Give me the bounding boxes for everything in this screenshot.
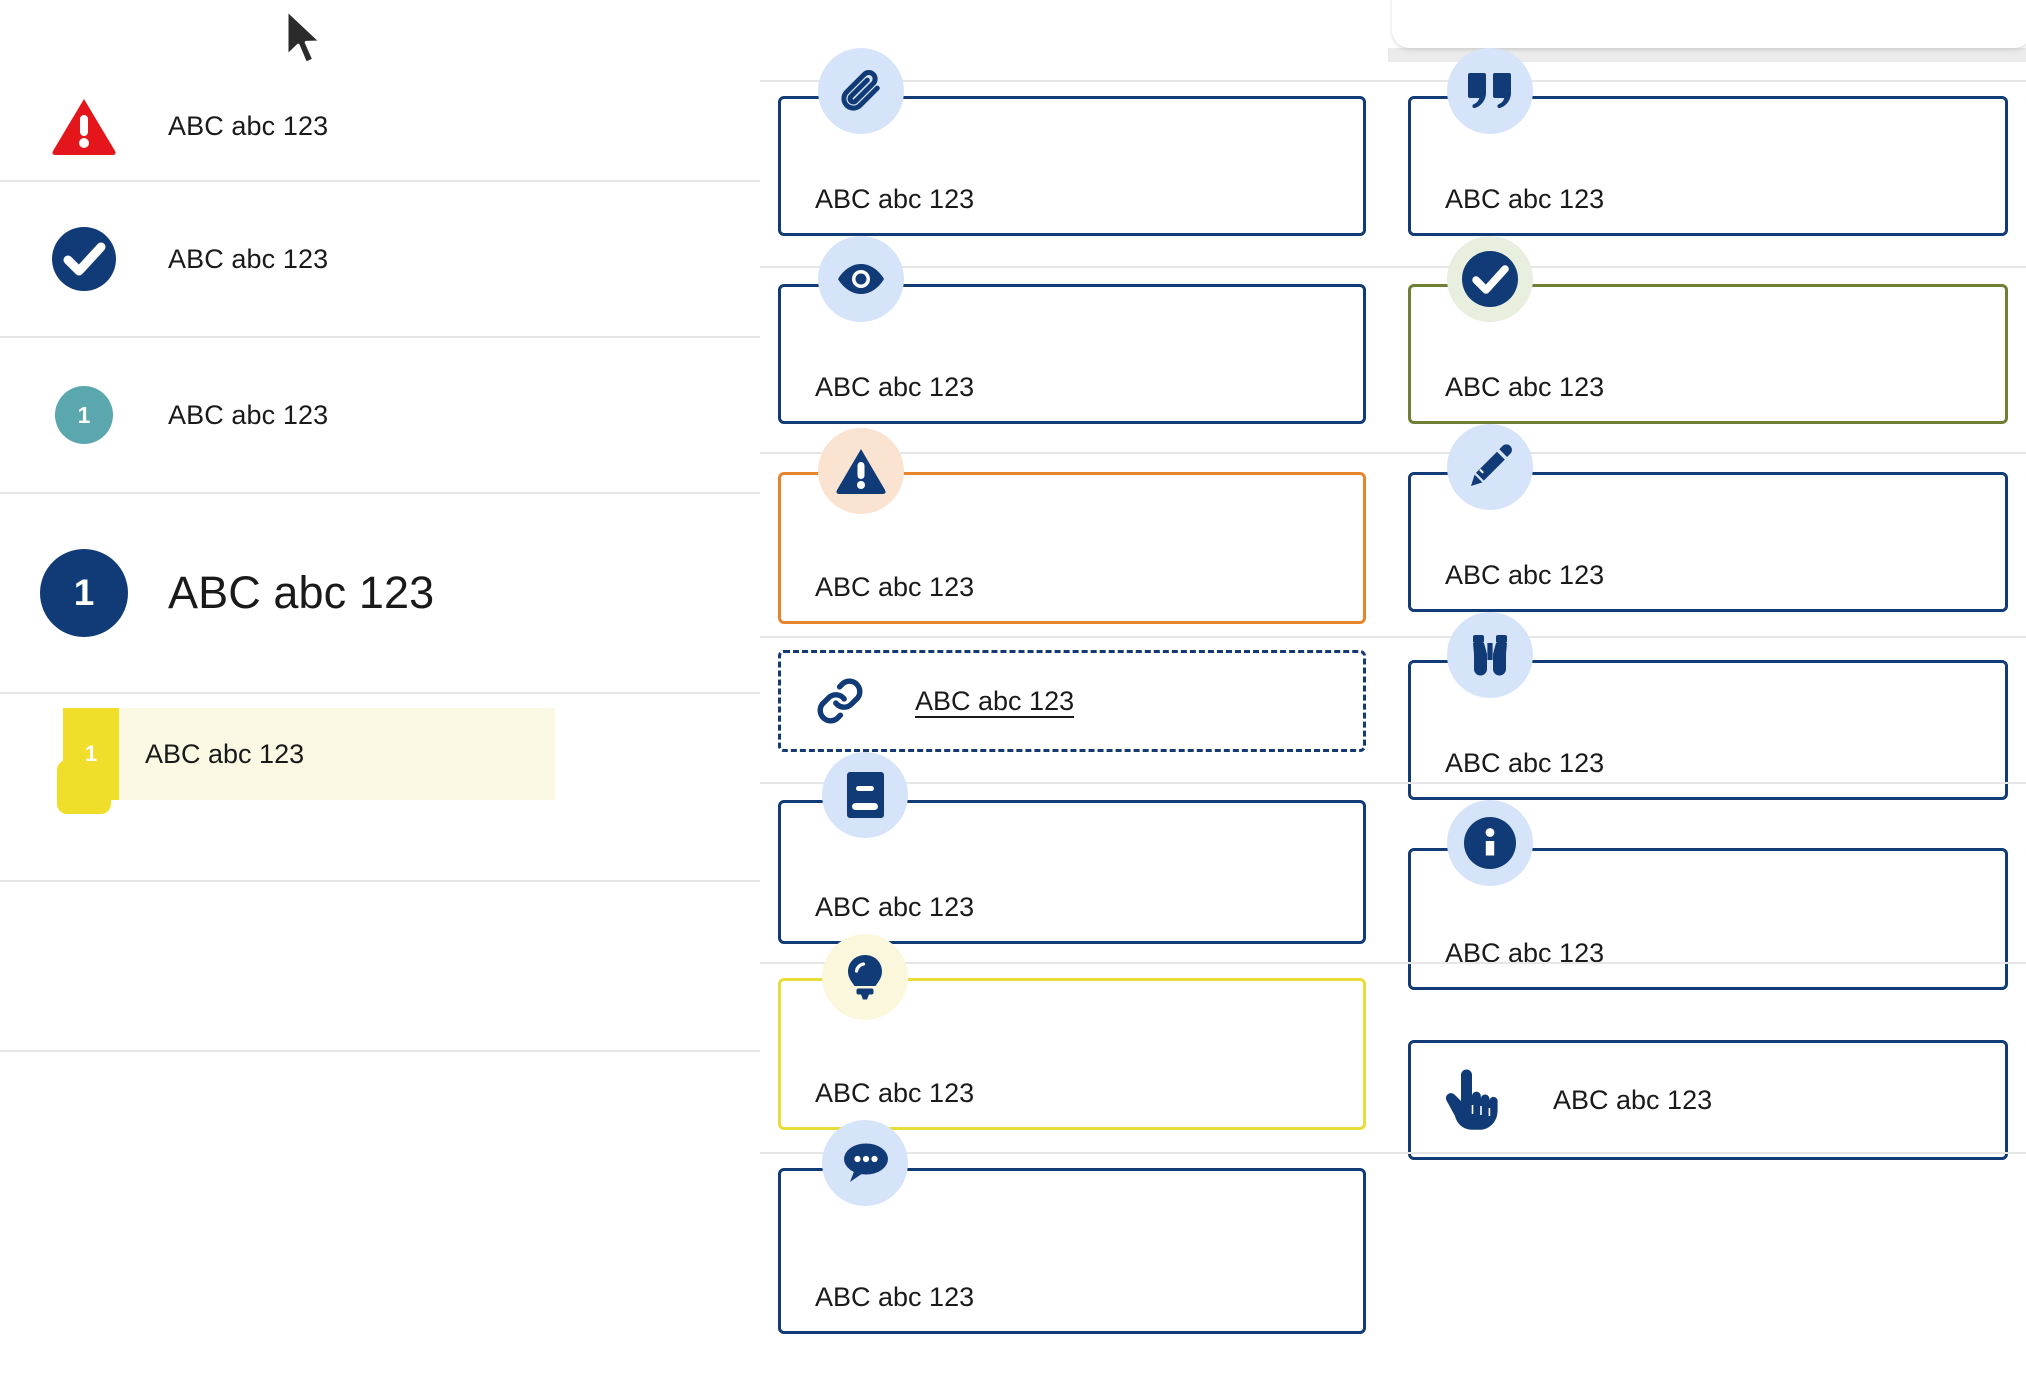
badge-number: 1 <box>55 386 113 444</box>
check-circle-icon <box>0 227 168 291</box>
list-divider <box>0 692 760 694</box>
grid-rule <box>760 962 2026 964</box>
floating-panel-stub <box>1392 0 2026 48</box>
card-link[interactable]: ABC abc 123 <box>778 650 1366 752</box>
card-label[interactable]: ABC abc 123 <box>915 685 1075 716</box>
list-divider <box>0 492 760 494</box>
list-divider <box>0 1050 760 1052</box>
badge-number: 1 <box>40 549 128 637</box>
list-item-label: ABC abc 123 <box>145 738 305 769</box>
grid-rule <box>760 452 2026 454</box>
list-item-label: ABC abc 123 <box>168 243 329 274</box>
mouse-pointer-icon <box>283 8 331 75</box>
badge-number: 1 <box>84 741 98 766</box>
left-list: ABC abc 123 ABC abc 123 1 ABC abc 123 1 <box>0 0 760 1392</box>
pencil-icon <box>1447 424 1533 510</box>
link-icon <box>815 676 865 726</box>
list-item-large-numbered[interactable]: 1 ABC abc 123 <box>0 496 760 690</box>
list-item-danger[interactable]: ABC abc 123 <box>0 72 760 180</box>
warning-triangle-icon <box>818 428 904 514</box>
card-label: ABC abc 123 <box>1445 560 1605 590</box>
number-badge-icon: 1 <box>0 549 168 637</box>
list-divider <box>0 880 760 882</box>
card-action[interactable]: ABC abc 123 <box>1408 1040 2008 1160</box>
card-label: ABC abc 123 <box>1553 1084 1713 1115</box>
list-item-success[interactable]: ABC abc 123 <box>0 184 760 334</box>
list-item-label: ABC abc 123 <box>168 399 329 430</box>
list-divider <box>0 336 760 338</box>
list-item-label: ABC abc 123 <box>168 567 435 618</box>
quote-icon <box>1447 48 1533 134</box>
pointing-hand-icon <box>1443 1069 1501 1131</box>
check-circle-icon <box>1447 236 1533 322</box>
card-label: ABC abc 123 <box>815 1078 975 1108</box>
book-icon <box>822 752 908 838</box>
card-label: ABC abc 123 <box>1445 184 1605 214</box>
list-divider <box>0 180 760 182</box>
binoculars-icon <box>1447 612 1533 698</box>
number-badge-icon: 1 <box>0 386 168 444</box>
panel-shadow-strip <box>1388 48 2026 62</box>
list-item-teal-numbered[interactable]: 1 ABC abc 123 <box>0 340 760 490</box>
number-badge-icon: 1 <box>63 708 119 800</box>
grid-rule <box>760 1152 2026 1154</box>
card-label: ABC abc 123 <box>815 372 975 402</box>
card-label: ABC abc 123 <box>815 572 975 602</box>
grid-rule <box>760 266 2026 268</box>
eye-icon <box>818 236 904 322</box>
card-quote[interactable]: ABC abc 123 <box>1408 96 2008 236</box>
warning-triangle-icon <box>0 97 168 155</box>
list-item-highlighted[interactable]: 1 ABC abc 123 <box>63 708 555 800</box>
speech-bubble-icon <box>822 1120 908 1206</box>
info-circle-icon <box>1447 800 1533 886</box>
card-label: ABC abc 123 <box>1445 748 1605 778</box>
grid-rule <box>760 782 2026 784</box>
paperclip-icon <box>818 48 904 134</box>
card-label: ABC abc 123 <box>1445 938 1605 968</box>
card-preview[interactable]: ABC abc 123 <box>778 284 1366 424</box>
card-label: ABC abc 123 <box>1445 372 1605 402</box>
card-label: ABC abc 123 <box>815 892 975 922</box>
lightbulb-icon <box>822 934 908 1020</box>
grid-rule <box>760 636 2026 638</box>
card-label: ABC abc 123 <box>815 184 975 214</box>
list-item-label: ABC abc 123 <box>168 110 329 141</box>
grid-rule <box>760 80 2026 82</box>
card-label: ABC abc 123 <box>815 1282 975 1312</box>
